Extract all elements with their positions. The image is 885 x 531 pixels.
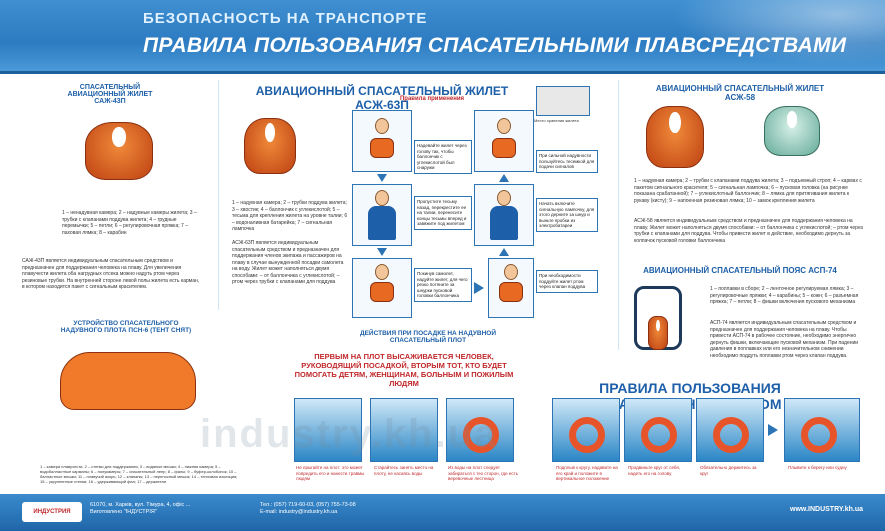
rule-note-4: Начать включите сигнальную лампочку, для… bbox=[536, 198, 598, 232]
asg58-vest-back-image bbox=[764, 106, 820, 156]
lifebuoy-icon bbox=[463, 417, 499, 453]
arrow-up-icon bbox=[499, 174, 509, 182]
circle-caption-2: Продвиньте круг от себя, надеть его на г… bbox=[628, 465, 681, 476]
person-head-icon bbox=[497, 118, 511, 134]
rule-note-1: Надевайте жилет через голову так, чтобы … bbox=[414, 140, 472, 174]
asg63p-legend: 1 – надувная камера; 2 – трубки поддува … bbox=[232, 200, 348, 232]
person-head-icon bbox=[375, 118, 389, 134]
arrow-down-icon bbox=[377, 248, 387, 256]
footer-address-line: 61070, м. Харків, вул. Тімура, 4, офіс .… bbox=[90, 502, 191, 508]
asg58-description: АСЖ-58 является индивидуальным средством… bbox=[634, 218, 863, 244]
raft-image bbox=[60, 352, 196, 410]
company-logo: ИНДУСТРИЯ bbox=[22, 502, 82, 522]
footer-email[interactable]: E-mail: industry@industry.kh.ua bbox=[260, 509, 338, 515]
footer-website-link[interactable]: www.INDUSTRY.kh.ua bbox=[790, 506, 863, 513]
asg58-title: АВИАЦИОННЫЙ СПАСАТЕЛЬНЫЙ ЖИЛЕТ АСЖ-58 bbox=[655, 84, 825, 102]
boarding-caption-3: Из воды на плот следует забираться с тех… bbox=[448, 465, 519, 481]
poster-title: ПРАВИЛА ПОЛЬЗОВАНИЯ СПАСАТЕЛЬНЫМИ ПЛАВСР… bbox=[143, 34, 847, 57]
asp74-description: АСП-74 является индивидуальным спасатель… bbox=[710, 320, 859, 359]
person-torso bbox=[368, 206, 396, 240]
person-head-icon bbox=[375, 264, 389, 280]
footer-phones: Тел.: (057) 719-60-03, (057) 755-73-08 bbox=[260, 502, 356, 508]
circle-step-2-image bbox=[624, 398, 692, 462]
circle-caption-3: Обязательно держитесь за круг bbox=[700, 465, 757, 476]
asg63p-vest-image bbox=[244, 118, 296, 174]
vest-icon bbox=[492, 138, 516, 158]
asp74-float-image bbox=[648, 316, 668, 350]
circle-step-3-image bbox=[696, 398, 764, 462]
watermark: industry.kh.ua bbox=[200, 412, 499, 456]
footer-contacts: Тел.: (057) 719-60-03, (057) 755-73-08 E… bbox=[260, 502, 356, 516]
poster-supertitle: БЕЗОПАСНОСТЬ НА ТРАНСПОРТЕ bbox=[143, 10, 428, 27]
lifebuoy-icon bbox=[569, 417, 605, 453]
asg58-legend: 1 – надувная камера; 2 – трубки с клапан… bbox=[634, 178, 862, 204]
rule-note-5: Покинув самолет, надуйте жилет, для чего… bbox=[414, 268, 472, 302]
vest-icon bbox=[499, 282, 523, 302]
person-torso bbox=[490, 206, 518, 240]
header-banner: БЕЗОПАСНОСТЬ НА ТРАНСПОРТЕ ПРАВИЛА ПОЛЬЗ… bbox=[0, 0, 885, 74]
footer-address: 61070, м. Харків, вул. Тімура, 4, офіс .… bbox=[90, 502, 190, 516]
boarding-title: ДЕЙСТВИЯ ПРИ ПОСАДКЕ НА НАДУВНОЙ СПАСАТЕ… bbox=[359, 330, 497, 344]
circle-step-4-image bbox=[784, 398, 860, 462]
arrow-down-icon bbox=[377, 174, 387, 182]
asg63p-description: АСЖ-63П является индивидуальным спасател… bbox=[232, 240, 344, 285]
asg58-vest-image bbox=[646, 106, 704, 168]
circle-caption-4: Плывите к берегу или судну bbox=[788, 465, 847, 470]
vest-icon bbox=[370, 138, 394, 158]
boarding-step-2-image bbox=[370, 398, 438, 462]
lifebuoy-icon bbox=[641, 417, 677, 453]
rule-note-2: При сильной надувности пользуйтесь тесем… bbox=[536, 150, 598, 173]
arrow-up-icon bbox=[499, 248, 509, 256]
sak43p-title: СПАСАТЕЛЬНЫЙ АВИАЦИОННЫЙ ЖИЛЕТ САЖ-43П bbox=[67, 84, 153, 105]
column-divider-right bbox=[618, 80, 619, 350]
arrow-right-icon bbox=[768, 424, 778, 436]
arrow-right-icon bbox=[474, 282, 484, 294]
header-decoration bbox=[645, 0, 885, 74]
vest-icon bbox=[370, 282, 394, 302]
rule-note-3: Пропустите тесьму назад, перекрестите ее… bbox=[414, 196, 472, 230]
boarding-caption-2: Старайтесь занять место на плоту, не кас… bbox=[374, 465, 434, 476]
raft-legend: 1 – камера плавучести; 2 – стенки для по… bbox=[40, 464, 238, 484]
boarding-rule: ПЕРВЫМ НА ПЛОТ ВЫСАЖИВАЕТСЯ ЧЕЛОВЕК, РУК… bbox=[294, 352, 514, 388]
asp74-title: АВИАЦИОННЫЙ СПАСАТЕЛЬНЫЙ ПОЯС АСП-74 bbox=[643, 266, 837, 275]
rule-note-6: При необходимости поддуйте жилет ртом че… bbox=[536, 270, 598, 293]
asp74-legend: 1 – поплавки в сборе; 2 – ленточное регу… bbox=[710, 286, 859, 305]
footer-maker: Виготовлено "ІНДУСТРІЯ" bbox=[90, 509, 157, 515]
lifebuoy-icon bbox=[713, 417, 749, 453]
person-head-icon bbox=[504, 264, 518, 280]
person-head-icon bbox=[497, 190, 511, 206]
circle-step-1-image bbox=[552, 398, 620, 462]
sak43p-description: САЖ-43П является индивидуальным спасател… bbox=[22, 258, 200, 290]
seat-image bbox=[536, 86, 590, 116]
column-divider-left bbox=[218, 80, 219, 310]
seat-caption: Место хранения жилета bbox=[534, 118, 579, 123]
asg63p-rules-title: Правила применения bbox=[399, 96, 465, 102]
person-head-icon bbox=[375, 190, 389, 206]
boarding-step-3-image bbox=[446, 398, 514, 462]
rule-frame-1 bbox=[352, 110, 412, 172]
raft-title: УСТРОЙСТВО СПАСАТЕЛЬНОГО НАДУВНОГО ПЛОТА… bbox=[60, 320, 192, 334]
boarding-caption-1: Не прыгайте на плот: это может повредить… bbox=[296, 465, 365, 481]
lifebuoy-icon bbox=[801, 417, 837, 453]
boarding-step-1-image bbox=[294, 398, 362, 462]
circle-caption-1: Подплыв к кругу, надавите на его край и … bbox=[556, 465, 618, 481]
sak43p-legend: 1 – ненадувная камера; 2 – надувные каме… bbox=[62, 210, 197, 236]
sak43p-vest-image bbox=[85, 122, 153, 180]
footer-bar: ИНДУСТРИЯ 61070, м. Харків, вул. Тімура,… bbox=[0, 494, 885, 531]
asg63p-title: АВИАЦИОННЫЙ СПАСАТЕЛЬНЫЙ ЖИЛЕТ АСЖ-63П bbox=[255, 84, 509, 112]
